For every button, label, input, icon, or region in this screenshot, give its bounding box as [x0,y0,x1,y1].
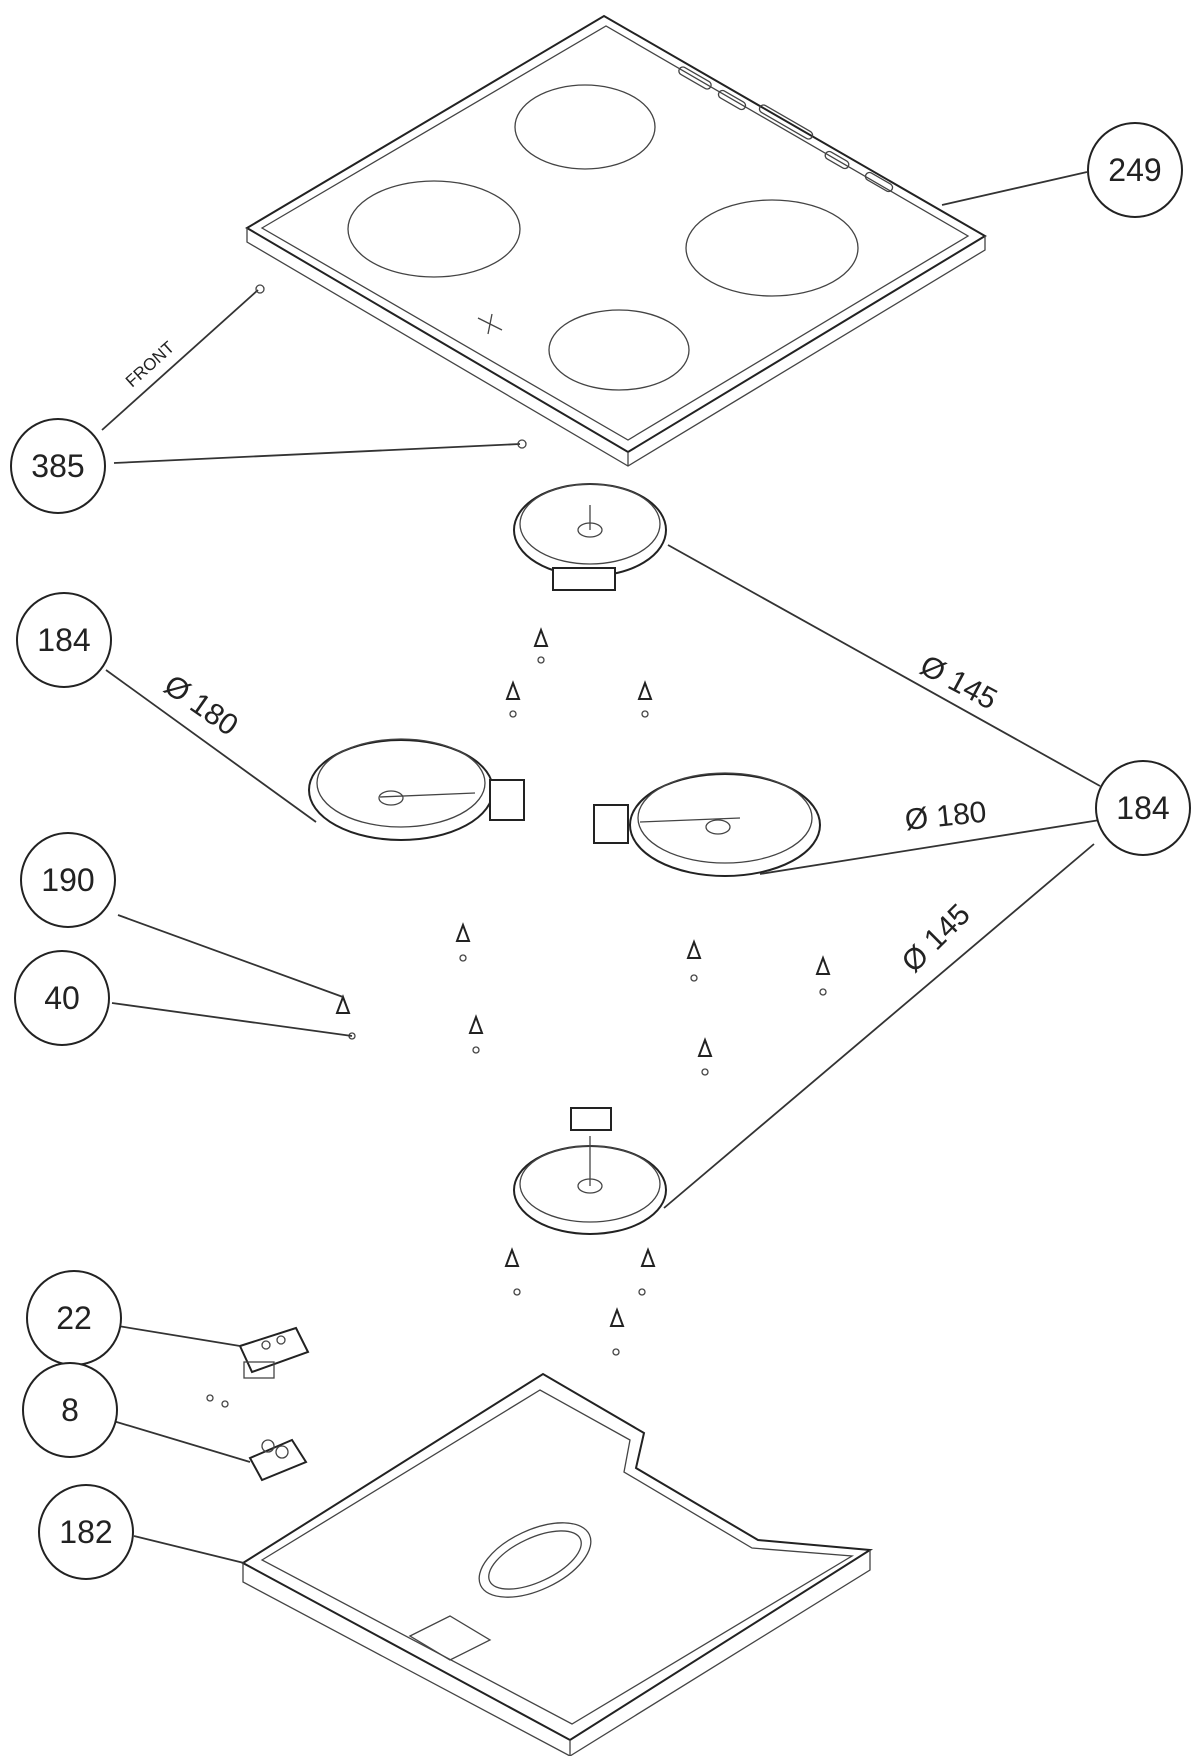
heating-element-right [593,772,821,877]
svg-text:8: 8 [61,1392,79,1428]
leader-lines [101,171,1101,1564]
bottom-tray [241,1372,874,1756]
callout-190: 190 [20,832,116,928]
svg-text:190: 190 [41,862,94,898]
callout-40: 40 [14,950,110,1046]
callout-182: 182 [38,1484,134,1580]
svg-text:22: 22 [56,1300,92,1336]
dimension-bottom-burner: Ø 145 [896,898,977,979]
heating-element-bottom [513,1107,667,1235]
svg-text:249: 249 [1108,152,1161,188]
spring-fixings [335,627,831,1356]
svg-text:184: 184 [37,622,90,658]
callout-184-right: 184 [1095,760,1191,856]
svg-text:182: 182 [59,1514,112,1550]
heating-element-top [513,483,667,591]
front-label: FRONT [122,338,178,391]
glass-ceramic-top [245,14,987,467]
callout-8: 8 [22,1362,118,1458]
dimension-left-burner: Ø 180 [158,669,244,743]
callout-22: 22 [26,1270,122,1366]
connector [248,1438,308,1482]
callout-249: 249 [1087,122,1183,218]
callout-385: 385 [10,418,106,514]
svg-text:40: 40 [44,980,80,1016]
svg-text:184: 184 [1116,790,1169,826]
heating-element-left [308,738,525,841]
terminal-block [206,1326,310,1408]
callout-184-left: 184 [16,592,112,688]
svg-text:385: 385 [31,448,84,484]
dimension-right-burner: Ø 180 [903,796,988,837]
